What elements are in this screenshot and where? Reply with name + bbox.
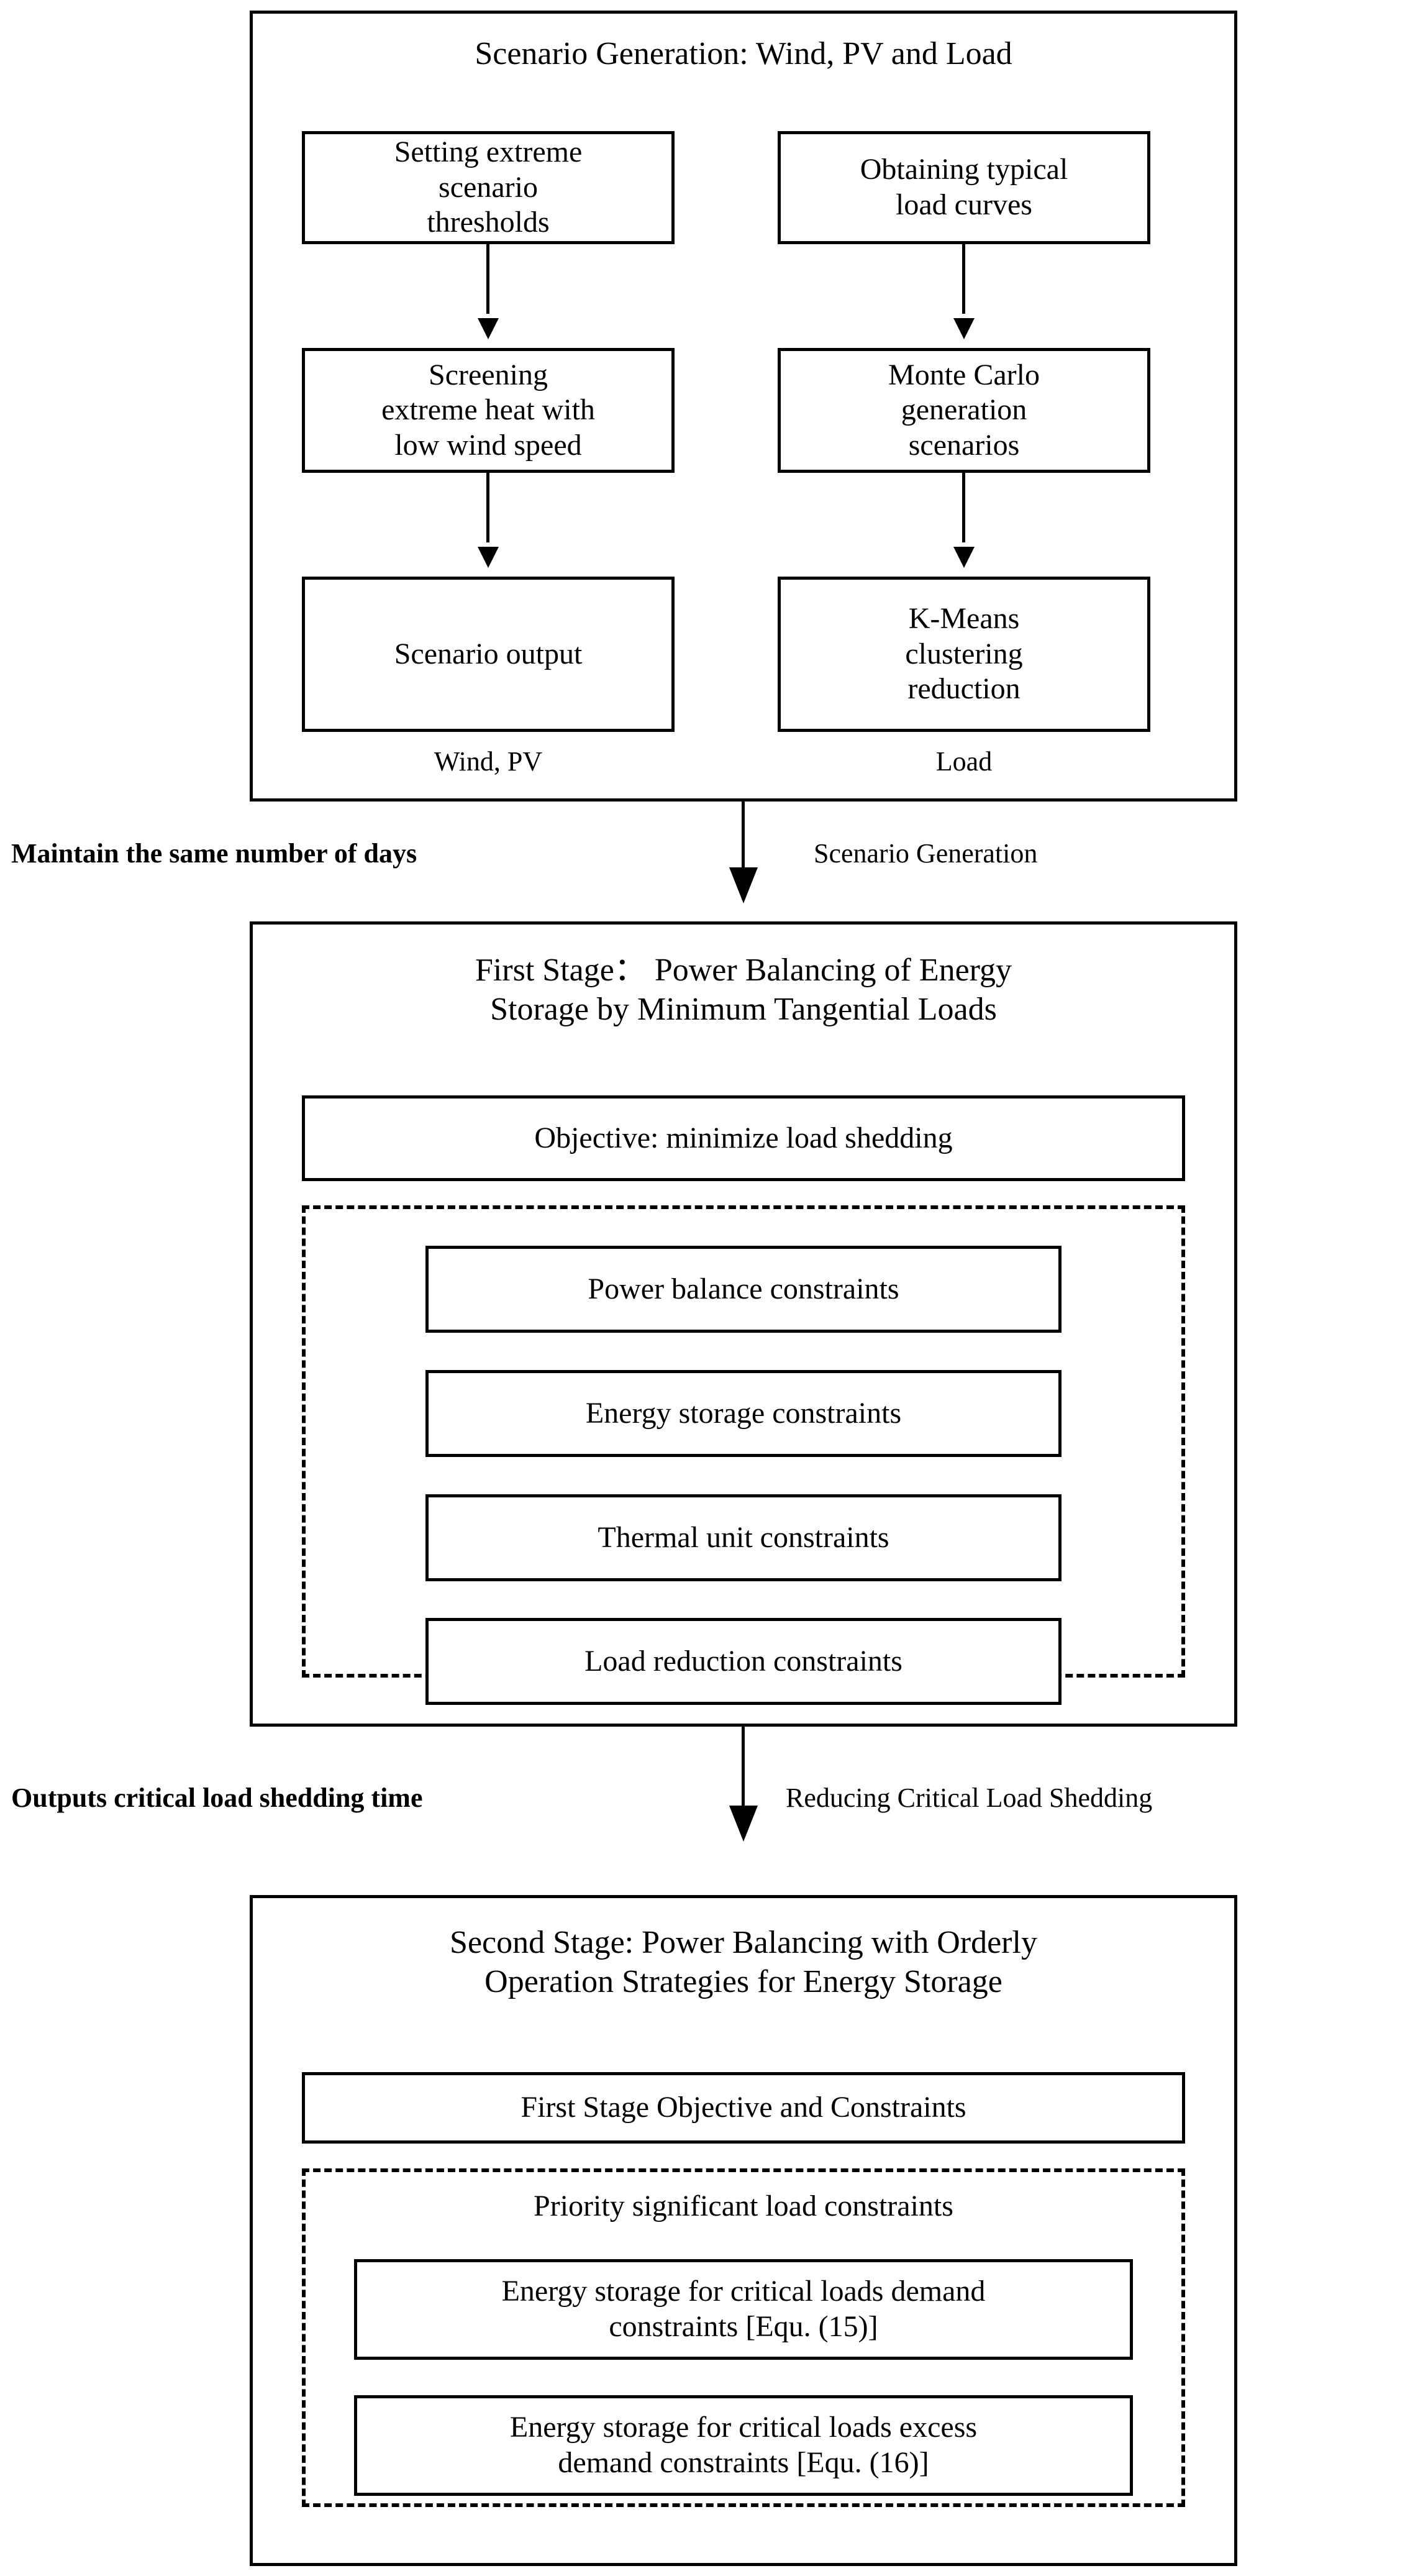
arrow-left-2-3-head bbox=[478, 547, 499, 568]
stage-3-heading: Second Stage: Power Balancing with Order… bbox=[450, 1925, 1037, 2000]
arrow-right-1-2-head bbox=[953, 318, 975, 339]
connector-2-left-label: Outputs critical load shedding time bbox=[11, 1783, 423, 1813]
arrow-right-2-3-head bbox=[953, 547, 975, 568]
node-setting-extreme-scenario-thresholds: Setting extreme scenario thresholds bbox=[302, 131, 675, 244]
node-obtaining-typical-load-curves: Obtaining typical load curves bbox=[778, 131, 1150, 244]
connector-1-right-label: Scenario Generation bbox=[814, 838, 1038, 869]
connector-stage1-stage2 bbox=[742, 802, 745, 871]
connector-right-1-2 bbox=[962, 244, 965, 314]
node-thermal-unit-constraints: Thermal unit constraints bbox=[425, 1494, 1062, 1581]
label-load: Load bbox=[935, 746, 993, 777]
node-kmeans-clustering-reduction: K-Means clustering reduction bbox=[778, 577, 1150, 732]
connector-right-2-3 bbox=[962, 473, 965, 542]
connector-stage2-stage3-arrowhead bbox=[729, 1806, 758, 1842]
node-scenario-output: Scenario output bbox=[302, 577, 675, 732]
label-priority-significant-load-constraints: Priority significant load constraints bbox=[534, 2190, 953, 2222]
connector-left-1-2 bbox=[486, 244, 489, 314]
node-stage2-objective: Objective: minimize load shedding bbox=[302, 1095, 1185, 1181]
node-load-reduction-constraints: Load reduction constraints bbox=[425, 1618, 1062, 1705]
stage-1-heading: Scenario Generation: Wind, PV and Load bbox=[475, 36, 1012, 71]
node-power-balance-constraints: Power balance constraints bbox=[425, 1246, 1062, 1333]
arrow-left-1-2-head bbox=[478, 318, 499, 339]
node-energy-storage-constraints: Energy storage constraints bbox=[425, 1370, 1062, 1457]
connector-left-2-3 bbox=[486, 473, 489, 542]
node-energy-storage-critical-loads-demand: Energy storage for critical loads demand… bbox=[354, 2259, 1133, 2360]
node-screening-extreme-heat: Screening extreme heat with low wind spe… bbox=[302, 348, 675, 473]
connector-stage2-stage3 bbox=[742, 1727, 745, 1810]
label-wind-pv: Wind, PV bbox=[434, 746, 543, 777]
connector-stage1-stage2-arrowhead bbox=[729, 867, 758, 903]
node-monte-carlo-generation-scenarios: Monte Carlo generation scenarios bbox=[778, 348, 1150, 473]
stage-2-heading: First Stage： Power Balancing of Energy S… bbox=[475, 952, 1012, 1028]
connector-1-left-label: Maintain the same number of days bbox=[11, 838, 417, 869]
node-stage3-objective: First Stage Objective and Constraints bbox=[302, 2072, 1185, 2144]
connector-2-right-label: Reducing Critical Load Shedding bbox=[786, 1783, 1153, 1813]
stage-3-constraints-group bbox=[302, 2168, 1185, 2507]
node-energy-storage-critical-loads-excess-demand: Energy storage for critical loads excess… bbox=[354, 2395, 1133, 2496]
